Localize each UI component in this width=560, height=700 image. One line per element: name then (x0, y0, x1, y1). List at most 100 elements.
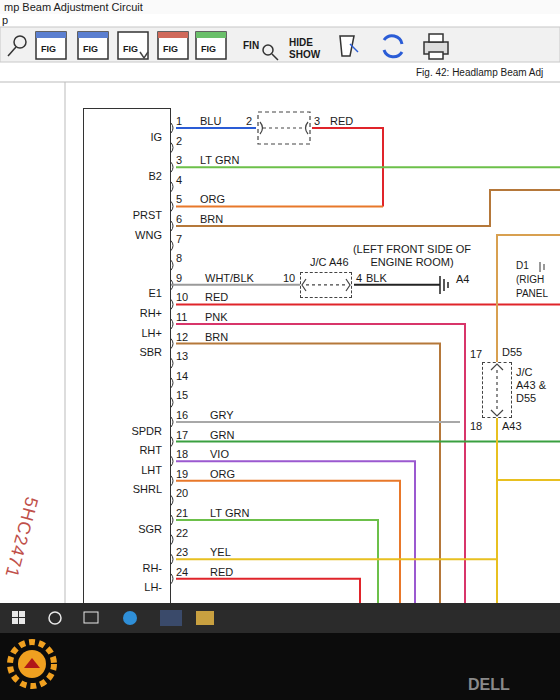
pin-number: 6 (176, 213, 182, 226)
wire (176, 205, 383, 207)
wire (176, 418, 560, 603)
pin-number: 7 (176, 233, 182, 246)
taskbar (0, 603, 560, 633)
pane-border (0, 82, 560, 83)
pin-number: 24 (176, 566, 188, 579)
wire (176, 166, 560, 168)
connector-frame (300, 272, 352, 298)
pin-stub (171, 495, 173, 505)
pin-number: 9 (176, 272, 182, 285)
taskbar-icons (12, 610, 214, 626)
terminal-symbol (540, 262, 544, 272)
pin-number: 15 (176, 389, 188, 402)
pin-number: 13 (176, 350, 188, 363)
pin-number: 1 (176, 115, 182, 128)
pin-number: 8 (176, 252, 182, 265)
wire (176, 481, 400, 603)
pin-stub (171, 456, 173, 466)
location-note: (RIGH (516, 274, 544, 286)
pin-stub (171, 201, 173, 211)
pin-number: 5 (176, 193, 182, 206)
wires (176, 128, 560, 603)
wire-color: RED (330, 115, 353, 128)
toolbar (0, 27, 560, 62)
wire (176, 441, 560, 443)
wire (176, 520, 378, 603)
pin-stub (171, 221, 173, 231)
location-note: PANEL (516, 288, 548, 300)
pin-stub (171, 319, 173, 329)
pin-name: SBR (139, 346, 162, 359)
wire (176, 127, 256, 129)
connector-label: A43 (502, 420, 522, 433)
pin-name: RH- (142, 562, 162, 575)
pin-number: 12 (176, 331, 188, 344)
ground-label: A4 (456, 273, 469, 286)
connector-symbol (258, 112, 310, 144)
pin-stub (171, 339, 173, 349)
brand-logo: DELL (468, 676, 510, 694)
wire-color: GRN (210, 429, 234, 442)
ground-symbol (440, 276, 448, 294)
icon-text: FIG (163, 44, 178, 55)
pin-stub (171, 299, 173, 309)
wire-color: ORG (210, 468, 235, 481)
pin-name: LH- (144, 581, 162, 594)
wire-color: VIO (210, 448, 229, 461)
wire-color: RED (210, 566, 233, 579)
pin-stub (171, 123, 173, 133)
wire (497, 235, 560, 362)
pane-border (65, 82, 66, 603)
pin-number: 20 (176, 487, 188, 500)
pin-name: B2 (149, 170, 162, 183)
menu-item: p (2, 14, 8, 27)
pin-stub (171, 476, 173, 486)
wire-color: LT GRN (210, 507, 249, 520)
pin-stub (171, 535, 173, 545)
wire-color: BRN (200, 213, 223, 226)
pin-name: LH+ (142, 327, 163, 340)
wire-color: YEL (210, 546, 231, 559)
junction-symbol (491, 364, 503, 416)
icon-text: FIG (123, 44, 138, 55)
icon-text: FIG (41, 44, 56, 55)
connector-label: D1 (516, 260, 529, 272)
pin-stub (171, 358, 173, 368)
pin-number: 18 (470, 420, 482, 433)
window-ground (0, 0, 560, 603)
pin-stub (171, 515, 173, 525)
location-note: (LEFT FRONT SIDE OF ENGINE ROOM) (352, 243, 472, 269)
connector-frame (482, 362, 512, 418)
pin-name: SGR (138, 523, 162, 536)
junction-connector: J/C A43 & D55 (482, 362, 554, 418)
wire (354, 284, 440, 286)
pin-number: 4 (356, 272, 362, 285)
pin-number: 10 (176, 291, 188, 304)
logo (10, 642, 54, 686)
wire (176, 344, 440, 603)
pin-name: RH+ (140, 307, 162, 320)
wire-color: BLK (366, 272, 387, 285)
pin-number: 19 (176, 468, 188, 481)
window-title: mp Beam Adjustment Circuit (4, 1, 143, 14)
pin-name: SPDR (131, 425, 162, 438)
wire (176, 324, 465, 603)
wire-color: WHT/BLK (205, 272, 254, 285)
monitor-bezel (0, 633, 560, 700)
pin-stub (171, 241, 173, 251)
pin-number: 14 (176, 370, 188, 383)
pin-number: 21 (176, 507, 188, 520)
pin-number: 22 (176, 527, 188, 540)
pin-name: LHT (141, 464, 162, 477)
pin-number: 17 (176, 429, 188, 442)
junction-symbol (302, 279, 350, 291)
pin-stub (171, 437, 173, 447)
icon-text: FIG (83, 44, 98, 55)
pin-name: PRST (133, 209, 162, 222)
pin-stub (171, 417, 173, 427)
pin-stubs (171, 123, 173, 584)
wire-color: GRY (210, 409, 234, 422)
pin-number: 4 (176, 174, 182, 187)
pin-number: 16 (176, 409, 188, 422)
